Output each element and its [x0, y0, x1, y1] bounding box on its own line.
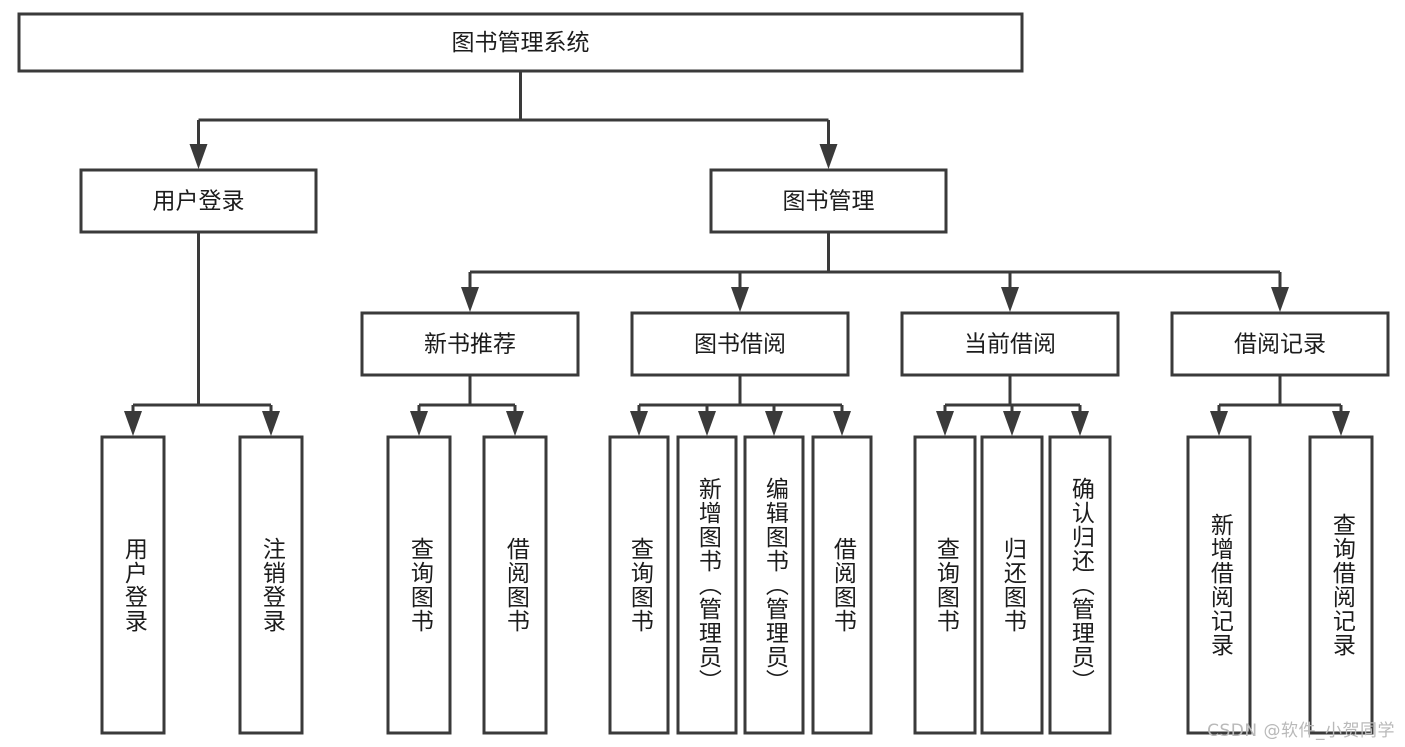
- node-leaf_4[interactable]: [608, 435, 670, 735]
- node-leaf_0[interactable]: [100, 435, 166, 735]
- node-box[interactable]: [913, 435, 977, 735]
- node-box[interactable]: [630, 311, 850, 377]
- node-box[interactable]: [238, 435, 304, 735]
- watermark-text: CSDN @软件_小贺同学: [1207, 721, 1395, 741]
- node-leaf_7[interactable]: [811, 435, 873, 735]
- node-box[interactable]: [1170, 311, 1390, 377]
- node-label: 新书推荐: [424, 332, 516, 358]
- edge-arrowhead: [1271, 287, 1289, 312]
- edge-arrowhead: [698, 411, 716, 436]
- node-l2_3[interactable]: 借阅记录: [1170, 311, 1390, 377]
- node-leaf_6[interactable]: [743, 435, 805, 735]
- edge-arrowhead: [189, 144, 208, 169]
- edge-arrowhead: [1332, 411, 1350, 436]
- node-box[interactable]: [1186, 435, 1252, 735]
- edge-arrowhead: [731, 287, 749, 312]
- edge-arrowhead: [506, 411, 524, 436]
- edge-arrowhead: [1003, 411, 1021, 436]
- node-leaf_12[interactable]: [1308, 435, 1374, 735]
- node-l2_2[interactable]: 当前借阅: [900, 311, 1120, 377]
- node-leaf_2[interactable]: [386, 435, 452, 735]
- edge-arrowhead: [819, 144, 838, 169]
- edge-arrowhead: [1071, 411, 1089, 436]
- node-leaf_1[interactable]: [238, 435, 304, 735]
- edge-arrowhead: [1001, 287, 1019, 312]
- edge-arrowhead: [262, 411, 280, 436]
- node-box[interactable]: [709, 168, 948, 234]
- node-l1_0[interactable]: 用户登录: [79, 168, 318, 234]
- node-label: 图书借阅: [694, 332, 786, 358]
- edge-arrowhead: [1210, 411, 1228, 436]
- node-leaf_8[interactable]: [913, 435, 977, 735]
- edge-arrowhead: [765, 411, 783, 436]
- node-box[interactable]: [980, 435, 1044, 735]
- node-l2_0[interactable]: 新书推荐: [360, 311, 580, 377]
- node-box[interactable]: [1048, 435, 1112, 735]
- edge-arrowhead: [630, 411, 648, 436]
- node-root[interactable]: 图书管理系统: [17, 12, 1024, 73]
- edge-arrowhead: [410, 411, 428, 436]
- node-box[interactable]: [79, 168, 318, 234]
- node-leaf_9[interactable]: [980, 435, 1044, 735]
- node-box[interactable]: [743, 435, 805, 735]
- node-leaf_11[interactable]: [1186, 435, 1252, 735]
- node-box[interactable]: [360, 311, 580, 377]
- edge-arrowhead: [461, 287, 479, 312]
- node-box[interactable]: [676, 435, 738, 735]
- node-label: 图书管理系统: [452, 30, 590, 56]
- node-box[interactable]: [811, 435, 873, 735]
- node-box[interactable]: [100, 435, 166, 735]
- edge-arrowhead: [124, 411, 142, 436]
- node-label: 当前借阅: [964, 332, 1056, 358]
- node-label: 图书管理: [783, 189, 875, 215]
- edge-arrowhead: [833, 411, 851, 436]
- edge-arrowhead: [936, 411, 954, 436]
- node-box[interactable]: [608, 435, 670, 735]
- node-box[interactable]: [482, 435, 548, 735]
- node-l1_1[interactable]: 图书管理: [709, 168, 948, 234]
- node-label: 借阅记录: [1234, 332, 1326, 358]
- node-leaf_10[interactable]: [1048, 435, 1112, 735]
- node-label: 用户登录: [153, 189, 245, 215]
- node-box[interactable]: [1308, 435, 1374, 735]
- node-l2_1[interactable]: 图书借阅: [630, 311, 850, 377]
- node-box[interactable]: [17, 12, 1024, 73]
- node-box[interactable]: [900, 311, 1120, 377]
- node-leaf_3[interactable]: [482, 435, 548, 735]
- node-box[interactable]: [386, 435, 452, 735]
- node-leaf_5[interactable]: [676, 435, 738, 735]
